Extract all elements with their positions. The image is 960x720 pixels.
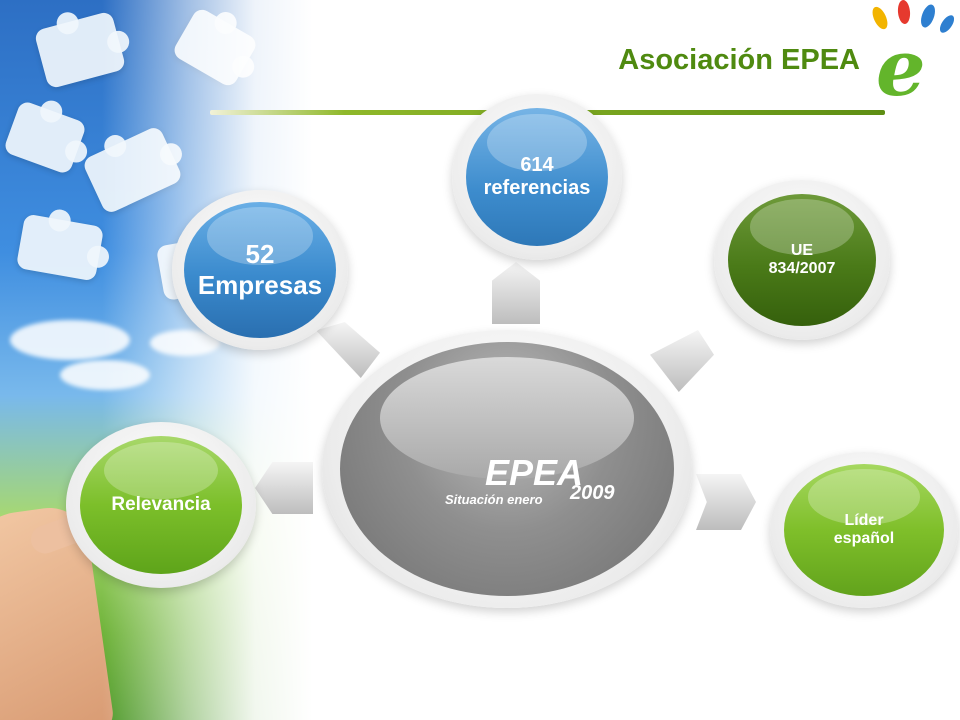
- empresas-count: 52: [245, 239, 275, 269]
- arrow-up-right-icon: [650, 330, 714, 392]
- logo-letter: e: [876, 23, 926, 114]
- center-title: EPEA: [485, 452, 584, 493]
- lider-node: Líder español: [770, 452, 958, 608]
- relevancia-node: Relevancia: [66, 422, 256, 588]
- lider-label: Líder: [844, 512, 884, 529]
- epea-logo: e: [868, 0, 960, 112]
- relevancia-label: Relevancia: [111, 494, 211, 515]
- background-photo: [0, 0, 340, 720]
- center-year: 2009: [570, 482, 615, 504]
- ue-regulation: 834/2007: [768, 260, 836, 277]
- empresas-node: 52 Empresas: [172, 190, 348, 350]
- ue-node: UE 834/2007: [714, 180, 890, 340]
- referencias-label: referencias: [483, 177, 591, 199]
- center-subtitle: Situación enero: [445, 492, 543, 507]
- referencias-node: 614 referencias: [452, 94, 622, 260]
- referencias-count: 614: [520, 154, 554, 176]
- arrow-up-icon: [492, 262, 540, 324]
- arrow-right-icon: [696, 474, 756, 530]
- empresas-label: Empresas: [197, 270, 323, 300]
- ue-label: UE: [790, 242, 814, 259]
- center-node: EPEA Situación enero 2009: [322, 330, 692, 608]
- page-title: Asociación EPEA: [618, 44, 860, 76]
- lider-label-2: español: [833, 530, 895, 547]
